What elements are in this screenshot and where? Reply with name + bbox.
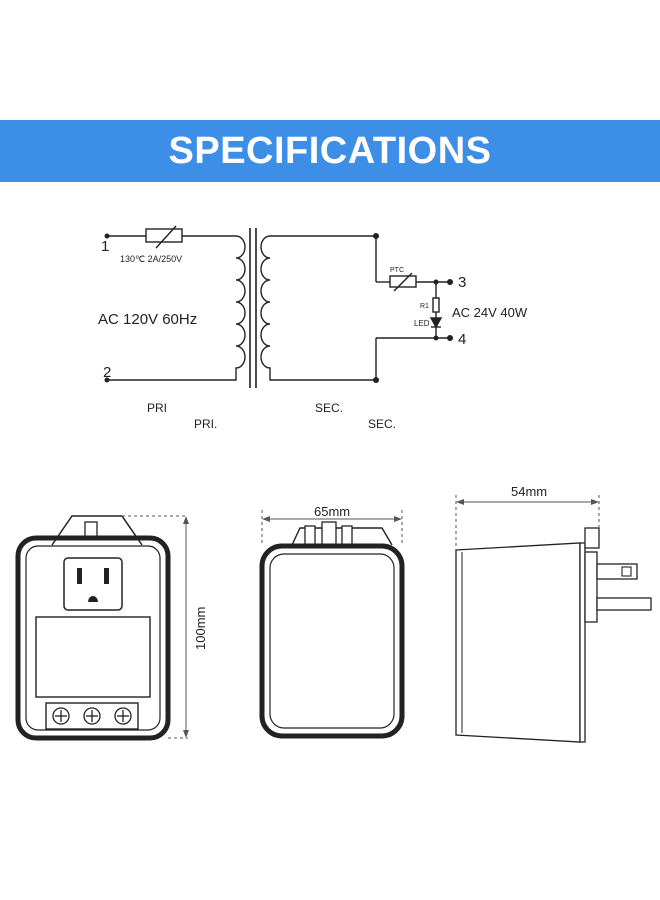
front-body-outline: [15, 535, 171, 741]
junction-dot: [433, 279, 439, 285]
height-dimension-label: 100mm: [193, 607, 208, 650]
primary-coil: [107, 235, 246, 381]
specifications-banner: SPECIFICATIONS: [0, 120, 660, 182]
outlet-face: [63, 557, 123, 611]
banner-title: SPECIFICATIONS: [168, 129, 492, 172]
terminal-screws: [52, 707, 132, 725]
resistor-symbol: [432, 297, 440, 313]
terminal-1-label: 1: [101, 238, 109, 255]
width-dimension: [261, 510, 403, 546]
sec-label-secondary: SEC.: [368, 417, 396, 431]
terminal-dot: [447, 279, 453, 285]
label-panel: [35, 616, 151, 698]
terminal-dot: [104, 377, 110, 383]
side-view-adapter: [259, 521, 405, 739]
profile-faceplate: [579, 542, 586, 743]
profile-body-outline: [455, 542, 581, 743]
ptc-label: PTC: [390, 267, 404, 274]
led-symbol: [429, 317, 443, 329]
depth-dimension: [455, 495, 600, 550]
sec-label: SEC.: [315, 401, 343, 415]
profile-view-adapter: [455, 527, 652, 743]
junction-dot: [373, 233, 379, 239]
plug-blade-hole: [621, 566, 632, 577]
front-body-inner-outline: [25, 545, 161, 731]
pri-label-secondary: PRI.: [194, 417, 217, 431]
front-view-adapter: [15, 515, 171, 741]
terminal-4-label: 4: [458, 331, 466, 348]
profile-top-tab: [584, 527, 600, 549]
ground-pin: [596, 597, 652, 611]
junction-dots: [104, 233, 453, 383]
side-body-outline: [259, 543, 405, 739]
pri-label: PRI: [147, 401, 167, 415]
plug-prong: [304, 525, 316, 547]
terminal-dot: [104, 233, 110, 239]
junction-dot: [433, 335, 439, 341]
profile-plug-base: [584, 551, 598, 623]
terminal-block: [45, 702, 139, 730]
secondary-coil: [260, 235, 376, 381]
circuit-schematic: [107, 225, 450, 388]
fuse-slash: [155, 225, 177, 249]
depth-dimension-label: 54mm: [511, 484, 547, 499]
terminal-dot: [447, 335, 453, 341]
terminal-3-label: 3: [458, 274, 466, 291]
resistor-label: R1: [420, 303, 429, 310]
secondary-output-label: AC 24V 40W: [452, 305, 528, 320]
outlet-slot: [104, 568, 109, 584]
terminal-2-label: 2: [103, 364, 111, 381]
outlet-slot: [77, 568, 82, 584]
height-dimension: [122, 515, 189, 739]
primary-input-label: AC 120V 60Hz: [98, 311, 197, 328]
fuse-rating-label: 130℃ 2A/250V: [120, 254, 182, 264]
outlet-ground-hole: [88, 596, 98, 602]
led-label: LED: [414, 319, 430, 328]
plug-prong: [341, 525, 353, 547]
junction-dot: [373, 377, 379, 383]
width-dimension-label: 65mm: [314, 504, 350, 519]
side-body-inner-outline: [269, 553, 395, 729]
